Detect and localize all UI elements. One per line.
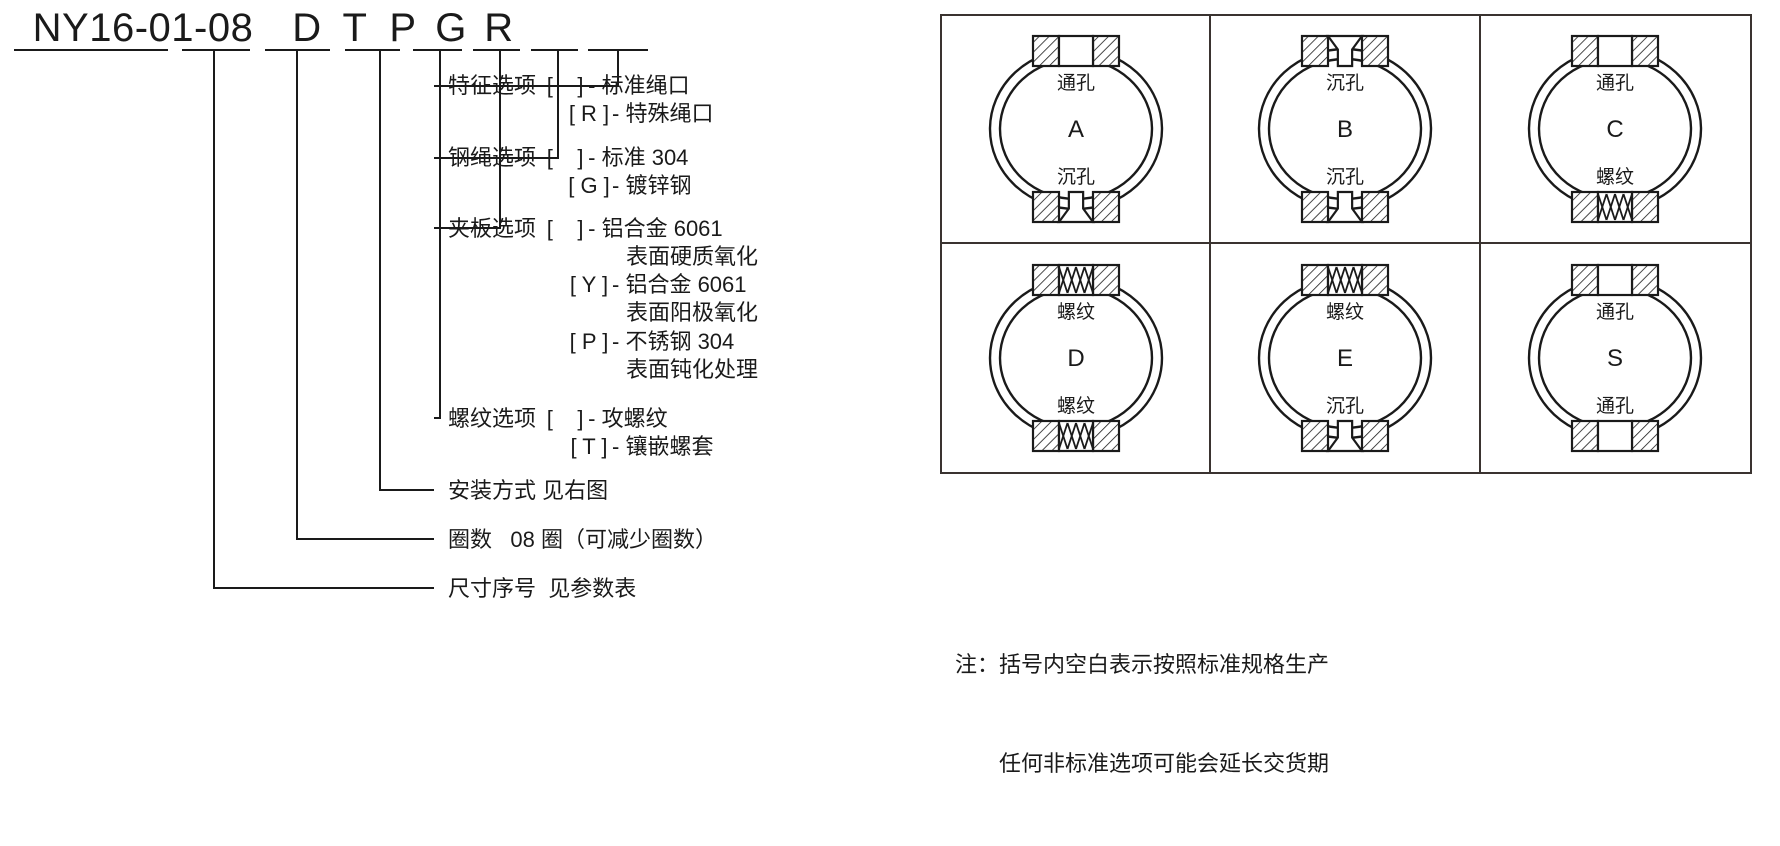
mounting-cell-b: 沉孔 B 沉孔 — [1211, 16, 1481, 244]
decoder-row-feature: 特征选项 [ ]- 标准绳口 [ R ]- 特殊绳口 — [448, 72, 713, 128]
option-text: 镀锌钢 — [625, 173, 692, 199]
option-dash: - — [588, 145, 596, 170]
mounting-cell-a: 通孔 A 沉孔 — [942, 16, 1212, 244]
option-dash: - — [612, 272, 620, 298]
leader-lines — [14, 49, 648, 589]
decoder-row-thread: 螺纹选项 [ ]- 攻螺纹 [ T ]- 镶嵌螺套 — [448, 405, 713, 461]
option-text: 特殊绳口 — [625, 101, 714, 127]
ring-label-bottom: 沉孔 — [1326, 395, 1364, 417]
ring-label-id: A — [1068, 116, 1084, 143]
option-bracket: [ T ] — [570, 434, 608, 460]
ring-label-bottom: 螺纹 — [1596, 166, 1634, 188]
decoder-row-plate: 夹板选项 [ ]- 铝合金 6061 表面硬质氧化 [ Y ]- 铝合金 606… — [448, 215, 758, 384]
option-bracket: [ ] — [546, 406, 584, 431]
code-letter-r: R — [484, 6, 514, 50]
option-bracket: [ ] — [546, 216, 584, 241]
ring-label-id: D — [1067, 345, 1084, 372]
ring-label-top: 螺纹 — [1326, 301, 1364, 323]
option-dash: - — [588, 406, 596, 431]
ring-label-bottom: 通孔 — [1596, 395, 1634, 417]
option-text: 标准绳口 — [601, 73, 690, 98]
ring-label-top: 通孔 — [1057, 72, 1095, 94]
decoder-title-feature: 特征选项 — [448, 73, 537, 98]
ring-diagram-b: 沉孔 B 沉孔 — [1257, 34, 1433, 224]
ring-label-id: S — [1607, 345, 1623, 372]
option-bracket: [ ] — [546, 73, 584, 98]
decoder-title-plate: 夹板选项 — [448, 216, 537, 241]
ring-diagram-s: 通孔 S 通孔 — [1528, 263, 1703, 453]
decoder-title-thread: 螺纹选项 — [448, 406, 537, 431]
option-subtext: 表面钝化处理 — [626, 356, 759, 382]
option-dash: - — [588, 216, 596, 241]
option-bracket: [ Y ] — [569, 272, 609, 298]
option-dash: - — [588, 73, 596, 98]
note-block: 注：括号内空白表示按照标准规格生产 任何非标准选项可能会延长交货期 — [955, 582, 1329, 846]
option-text: 铝合金 6061 — [625, 272, 747, 298]
mounting-cell-d: 螺纹 D 螺纹 — [942, 244, 1212, 472]
ring-label-id: E — [1337, 345, 1353, 372]
note-line-1: 注：括号内空白表示按照标准规格生产 — [955, 652, 1330, 677]
decoder-row-size: 尺寸序号 见参数表 — [448, 575, 636, 603]
decoder-value-size: 见参数表 — [548, 576, 637, 601]
option-subtext: 表面硬质氧化 — [626, 244, 759, 270]
ring-diagram-e: 螺纹 E 沉孔 — [1257, 263, 1433, 453]
ring-label-top: 通孔 — [1596, 301, 1634, 323]
ring-label-bottom: 沉孔 — [1057, 166, 1095, 188]
option-bracket: [ G ] — [568, 173, 610, 199]
code-letter-d: D — [292, 6, 322, 50]
decoder-value-mounting: 见右图 — [542, 478, 609, 503]
option-dash: - — [612, 101, 620, 127]
ring-label-bottom: 螺纹 — [1057, 395, 1095, 417]
code-base: NY16-01-08 — [32, 6, 254, 50]
option-dash: - — [612, 173, 620, 199]
ring-label-bottom: 沉孔 — [1326, 166, 1364, 188]
part-number-code: NY16-01-08 D T P G R — [8, 6, 518, 51]
option-dash: - — [612, 434, 620, 460]
option-dash: - — [612, 328, 620, 354]
decoder-row-turns: 圈数 08 圈（可减少圈数） — [448, 526, 717, 554]
ring-label-id: B — [1337, 116, 1353, 143]
option-text: 铝合金 6061 — [601, 216, 723, 241]
code-letter-t: T — [342, 6, 368, 50]
option-bracket: [ ] — [546, 145, 584, 170]
ring-diagram-c: 通孔 C 螺纹 — [1528, 34, 1703, 224]
option-text: 标准 304 — [601, 145, 689, 170]
option-text: 不锈钢 304 — [625, 328, 735, 354]
decoder-title-rope: 钢绳选项 — [448, 145, 537, 170]
ring-label-top: 螺纹 — [1057, 301, 1095, 323]
code-letter-p: P — [389, 6, 417, 50]
decoder-title-size: 尺寸序号 — [448, 576, 537, 601]
option-bracket: [ P ] — [569, 328, 609, 354]
mounting-cell-s: 通孔 S 通孔 — [1481, 244, 1750, 472]
ring-label-top: 沉孔 — [1326, 72, 1364, 94]
decoder-value-turns: 08 圈（可减少圈数） — [510, 527, 717, 552]
diagram-root: NY16-01-08 D T P G R — [0, 0, 1752, 776]
decoder-row-rope: 钢绳选项 [ ]- 标准 304 [ G ]- 镀锌钢 — [448, 144, 691, 200]
ring-diagram-d: 螺纹 D 螺纹 — [988, 263, 1163, 453]
part-number-decoder: NY16-01-08 D T P G R — [0, 0, 840, 691]
option-bracket: [ R ] — [568, 101, 610, 127]
ring-diagram-a: 通孔 A 沉孔 — [988, 34, 1163, 224]
note-line-2: 任何非标准选项可能会延长交货期 — [999, 751, 1330, 776]
ring-label-id: C — [1607, 116, 1624, 143]
decoder-title-turns: 圈数 — [448, 527, 493, 552]
decoder-title-mounting: 安装方式 — [448, 478, 537, 503]
mounting-cell-c: 通孔 C 螺纹 — [1480, 16, 1750, 244]
option-text: 镶嵌螺套 — [625, 434, 714, 460]
ring-label-top: 通孔 — [1596, 72, 1634, 94]
mounting-cell-e: 螺纹 E 沉孔 — [1211, 244, 1481, 472]
option-subtext: 表面阳极氧化 — [626, 300, 759, 326]
decoder-row-mounting: 安装方式 见右图 — [448, 477, 608, 505]
option-text: 攻螺纹 — [601, 406, 668, 431]
code-letter-g: G — [435, 6, 467, 50]
